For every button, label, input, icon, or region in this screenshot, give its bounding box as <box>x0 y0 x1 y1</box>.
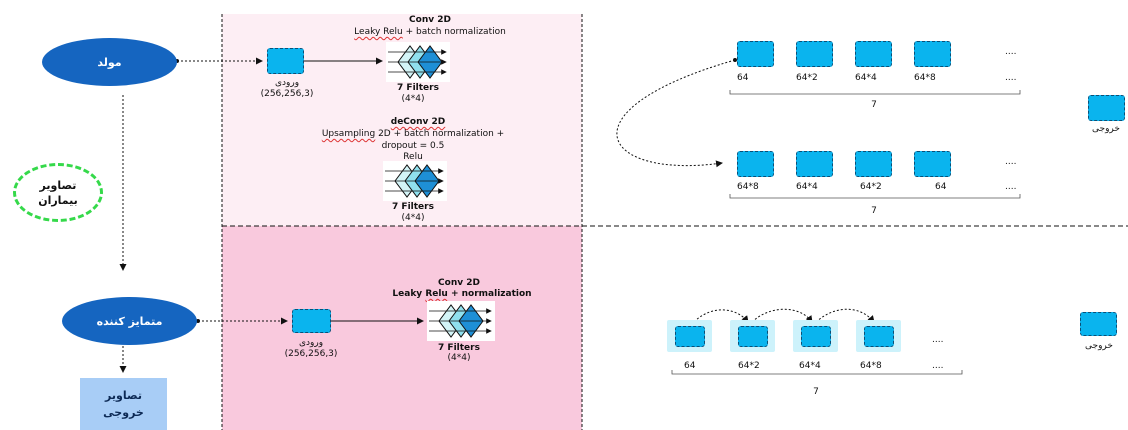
conv-top-kernel: (4*4) <box>401 94 425 104</box>
encoder-block <box>796 41 833 67</box>
discriminator-block <box>801 326 831 347</box>
generator-input-shape: (256,256,3) <box>260 89 314 99</box>
conv-bottom-leaky: Leaky <box>392 289 426 299</box>
conv-bottom-title: Conv 2D <box>438 278 480 288</box>
discriminator-block <box>675 326 705 347</box>
patient-images-node: تصاویر بیماران <box>13 163 103 222</box>
encoder-block <box>914 41 951 67</box>
deconv-line1: Upsampling 2D + batch normalization + <box>322 129 504 139</box>
encoder-label: 64*2 <box>796 73 818 83</box>
output-images-box: تصاویر خروجی <box>80 378 167 430</box>
conv-bottom-filter-icon <box>427 301 495 341</box>
conv-top-activation: Leaky Relu <box>354 27 403 37</box>
encoder-ellipsis-label: .... <box>1005 73 1017 83</box>
discriminator-output-block <box>1080 312 1117 336</box>
encoder-count: 7 <box>871 100 877 110</box>
discriminator-block <box>738 326 768 347</box>
generator-input-label: ورودی <box>274 78 300 88</box>
generator-input-block <box>267 48 304 74</box>
patient-images-line1: تصاویر <box>39 178 77 192</box>
conv-top-title: Conv 2D <box>409 15 451 25</box>
discriminator-panel <box>222 226 582 430</box>
conv-bottom-norm: + normalization <box>447 289 532 299</box>
decoder-label: 64*8 <box>737 182 759 192</box>
discriminator-label: 64 <box>684 361 696 371</box>
discriminator-output-label: خروجی <box>1085 341 1113 351</box>
decoder-block <box>914 151 951 177</box>
discriminator-label: متمایز کننده <box>96 314 163 328</box>
encoder-block <box>737 41 774 67</box>
encoder-label: 64*4 <box>855 73 877 83</box>
generator-output-label: خروجی <box>1092 124 1120 134</box>
conv-top-desc: Leaky Relu + batch normalization <box>354 27 506 37</box>
deconv-line2: dropout = 0.5 <box>381 141 445 151</box>
generator-output-block <box>1088 95 1125 121</box>
discriminator-node: متمایز کننده <box>62 297 197 345</box>
decoder-block <box>796 151 833 177</box>
decoder-ellipsis-label: .... <box>1005 182 1017 192</box>
discriminator-block <box>864 326 894 347</box>
conv-top-filter-icon <box>386 42 450 82</box>
conv-bottom-relu: Relu <box>425 289 448 299</box>
output-images-line1: تصاویر <box>105 389 142 402</box>
conv-bottom-kernel: (4*4) <box>447 353 471 363</box>
encoder-label: 64 <box>737 73 749 83</box>
generator-label: مولد <box>97 55 122 69</box>
discriminator-ellipsis-label: .... <box>932 361 944 371</box>
discriminator-input-label: ورودی <box>298 338 324 348</box>
discriminator-input-block <box>292 309 331 333</box>
decoder-ellipsis: .... <box>1005 157 1017 167</box>
encoder-block <box>855 41 892 67</box>
patient-images-line2: بیماران <box>38 193 78 207</box>
deconv-filter-icon <box>383 161 447 201</box>
decoder-label: 64*4 <box>796 182 818 192</box>
discriminator-label: 64*2 <box>738 361 760 371</box>
conv-top-filters: 7 Filters <box>397 83 439 93</box>
decoder-block <box>855 151 892 177</box>
encoder-label: 64*8 <box>914 73 936 83</box>
discriminator-ellipsis: .... <box>932 335 944 345</box>
deconv-line1-rest: 2D + batch normalization + <box>375 129 505 139</box>
decoder-count: 7 <box>871 206 877 216</box>
discriminator-input-shape: (256,256,3) <box>284 349 338 359</box>
discriminator-count: 7 <box>813 387 819 397</box>
deconv-upsampling: Upsampling <box>321 129 376 139</box>
decoder-block <box>737 151 774 177</box>
conv-top-norm: + batch normalization <box>402 27 506 37</box>
deconv-kernel: (4*4) <box>401 213 425 223</box>
discriminator-label: 64*4 <box>799 361 821 371</box>
deconv-filters: 7 Filters <box>392 202 434 212</box>
conv-bottom-desc: Leaky Relu + normalization <box>392 289 531 299</box>
deconv-title: deConv 2D <box>390 117 446 127</box>
discriminator-label: 64*8 <box>860 361 882 371</box>
decoder-label: 64*2 <box>860 182 882 192</box>
decoder-label: 64 <box>935 182 947 192</box>
conv-bottom-filters: 7 Filters <box>438 343 480 353</box>
generator-node: مولد <box>42 38 177 86</box>
encoder-ellipsis: .... <box>1005 47 1017 57</box>
output-images-line2: خروجی <box>103 406 144 419</box>
deconv-line3: Relu <box>403 152 423 162</box>
